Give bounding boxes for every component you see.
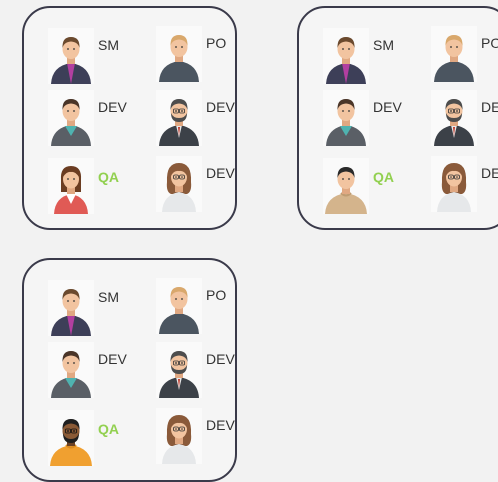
man-beard-glasses-avatar-icon	[156, 90, 202, 146]
man-teal-shirt-avatar-icon	[48, 90, 94, 146]
team-card-2: SM PO DEV	[297, 6, 498, 230]
woman-red-jacket-avatar-icon	[48, 158, 94, 214]
role-label: DEV	[206, 417, 235, 433]
man-beard-glasses-avatar-icon	[156, 342, 202, 398]
role-label: QA	[98, 421, 119, 437]
role-label: QA	[373, 169, 394, 185]
man-blond-avatar-icon	[156, 26, 202, 82]
man-purple-tie-avatar-icon	[48, 28, 94, 84]
man-blond-avatar-icon	[431, 26, 477, 82]
woman-glasses-avatar-icon	[156, 408, 202, 464]
man-blond-avatar-icon	[156, 278, 202, 334]
role-label: SM	[98, 37, 119, 53]
man-purple-tie-avatar-icon	[323, 28, 369, 84]
role-label: PO	[206, 35, 227, 51]
man-purple-tie-avatar-icon	[48, 280, 94, 336]
man-beard-glasses-avatar-icon	[431, 90, 477, 146]
role-label: DEV	[481, 165, 498, 181]
role-label: PO	[206, 287, 227, 303]
man-teal-shirt-avatar-icon	[323, 90, 369, 146]
team-card-1: SM PO DEV	[22, 6, 237, 230]
role-label: DEV	[206, 351, 235, 367]
role-label: DEV	[206, 99, 235, 115]
man-teal-shirt-avatar-icon	[48, 342, 94, 398]
role-label: QA	[98, 169, 119, 185]
man-beige-sweater-avatar-icon	[323, 158, 369, 214]
role-label: SM	[373, 37, 394, 53]
role-label: DEV	[98, 351, 127, 367]
role-label: SM	[98, 289, 119, 305]
role-label: PO	[481, 35, 498, 51]
role-label: DEV	[98, 99, 127, 115]
role-label: DEV	[206, 165, 235, 181]
woman-glasses-avatar-icon	[431, 156, 477, 212]
team-card-3: SM PO DEV	[22, 258, 237, 482]
role-label: DEV	[481, 99, 498, 115]
woman-glasses-avatar-icon	[156, 156, 202, 212]
man-orange-sweater-beard-avatar-icon	[48, 410, 94, 466]
role-label: DEV	[373, 99, 402, 115]
